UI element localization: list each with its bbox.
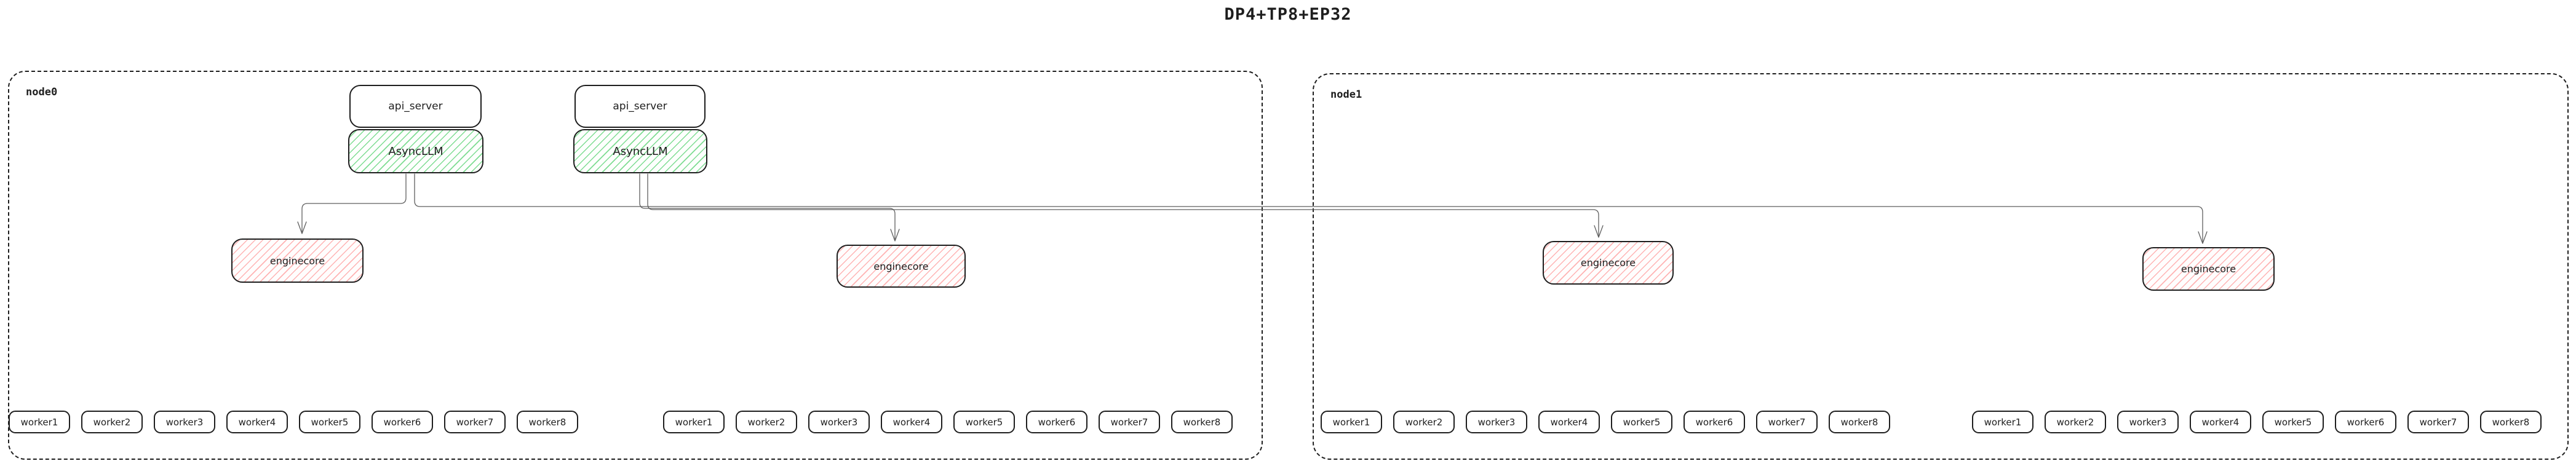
worker-box: worker5: [1611, 411, 1672, 433]
worker-box: worker5: [299, 411, 360, 433]
enginecore-box-2: enginecore: [837, 245, 966, 288]
worker-box: worker8: [517, 411, 578, 433]
worker-box: worker2: [81, 411, 143, 433]
worker-box: worker2: [2045, 411, 2106, 433]
worker-box: worker8: [1829, 411, 1890, 433]
worker-box: worker2: [736, 411, 797, 433]
worker-box: worker4: [1538, 411, 1600, 433]
worker-box: worker3: [1466, 411, 1527, 433]
worker-box: worker5: [2262, 411, 2324, 433]
worker-box: worker4: [881, 411, 942, 433]
worker-box: worker6: [1026, 411, 1087, 433]
worker-box: worker5: [953, 411, 1015, 433]
worker-group-node0-a: worker1 worker2 worker3 worker4 worker5 worke…: [9, 411, 578, 433]
worker-box: worker6: [2335, 411, 2396, 433]
worker-box: worker3: [808, 411, 870, 433]
asyncllm-box-2: AsyncLLM: [573, 129, 707, 173]
diagram-title: DP4+TP8+EP32: [1224, 5, 1352, 24]
worker-box: worker4: [226, 411, 288, 433]
enginecore-box-1: enginecore: [231, 238, 364, 283]
enginecore-box-3: enginecore: [1543, 241, 1674, 285]
api-server-box-2: api_server: [574, 85, 706, 128]
api-server-box-1: api_server: [349, 85, 482, 128]
node1-boundary: node1: [1313, 73, 2569, 460]
worker-box: worker3: [154, 411, 215, 433]
worker-box: worker7: [1099, 411, 1160, 433]
worker-box: worker4: [2190, 411, 2251, 433]
worker-box: worker1: [1321, 411, 1382, 433]
node1-label: node1: [1330, 89, 1362, 101]
worker-group-node1-a: worker1 worker2 worker3 worker4 worker5 worke…: [1321, 411, 1890, 433]
worker-box: worker7: [2407, 411, 2469, 433]
worker-box: worker1: [663, 411, 725, 433]
worker-box: worker6: [372, 411, 433, 433]
worker-box: worker1: [9, 411, 70, 433]
worker-box: worker7: [444, 411, 506, 433]
worker-box: worker3: [2117, 411, 2179, 433]
worker-group-node0-b: worker1 worker2 worker3 worker4 worker5 worke…: [663, 411, 1233, 433]
worker-box: worker8: [1171, 411, 1233, 433]
node0-boundary: node0: [8, 71, 1263, 460]
worker-box: worker1: [1972, 411, 2033, 433]
asyncllm-box-1: AsyncLLM: [348, 129, 483, 173]
node0-label: node0: [26, 86, 58, 98]
worker-box: worker2: [1393, 411, 1455, 433]
enginecore-box-4: enginecore: [2142, 247, 2275, 291]
worker-box: worker8: [2480, 411, 2542, 433]
worker-box: worker7: [1756, 411, 1818, 433]
worker-group-node1-b: worker1 worker2 worker3 worker4 worker5 worke…: [1972, 411, 2542, 433]
worker-box: worker6: [1684, 411, 1745, 433]
